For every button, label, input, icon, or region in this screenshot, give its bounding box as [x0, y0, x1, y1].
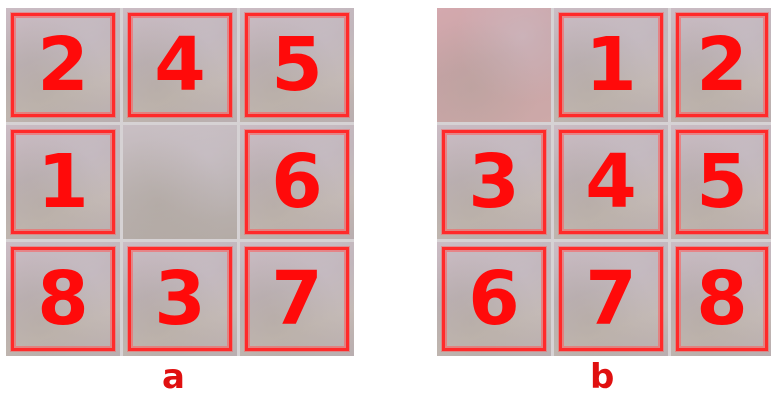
tile-number: 2: [6, 28, 120, 102]
tile-number: 5: [240, 28, 354, 102]
empty-cell-b[interactable]: [437, 8, 551, 122]
tile-number: 2: [671, 28, 771, 102]
tile-number: 8: [6, 262, 120, 336]
tile-number: 1: [6, 145, 120, 219]
tile-cell-a-8[interactable]: 7: [240, 242, 354, 356]
puzzle-caption-b: b: [590, 360, 614, 394]
tile-cell-b-4[interactable]: 4: [554, 125, 668, 239]
tile-cell-b-2[interactable]: 2: [671, 8, 771, 122]
tile-cell-b-6[interactable]: 6: [437, 242, 551, 356]
tile-cell-a-3[interactable]: 1: [6, 125, 120, 239]
tile-number: 5: [671, 145, 771, 219]
tile-cell-a-0[interactable]: 2: [6, 8, 120, 122]
tile-cell-b-7[interactable]: 7: [554, 242, 668, 356]
tile-cell-a-2[interactable]: 5: [240, 8, 354, 122]
tile-cell-a-7[interactable]: 3: [123, 242, 237, 356]
tile-number: 8: [671, 262, 771, 336]
puzzle-caption-a: a: [162, 360, 185, 394]
tile-cell-b-3[interactable]: 3: [437, 125, 551, 239]
tile-number: 3: [437, 145, 551, 219]
tile-cell-a-5[interactable]: 6: [240, 125, 354, 239]
tile-number: 1: [554, 28, 668, 102]
tile-cell-b-1[interactable]: 1: [554, 8, 668, 122]
tile-number: 6: [240, 145, 354, 219]
tile-number: 4: [123, 28, 237, 102]
puzzle-board-b: 1 2 3 4 5 6 7 8: [437, 8, 771, 356]
tile-number: 7: [240, 262, 354, 336]
tile-number: 6: [437, 262, 551, 336]
tile-number: 3: [123, 262, 237, 336]
tile-cell-b-5[interactable]: 5: [671, 125, 771, 239]
tile-cell-a-1[interactable]: 4: [123, 8, 237, 122]
tile-cell-b-8[interactable]: 8: [671, 242, 771, 356]
puzzle-board-a: 2 4 5 1 6 8 3 7: [6, 8, 354, 356]
tile-cell-a-6[interactable]: 8: [6, 242, 120, 356]
tile-number: 7: [554, 262, 668, 336]
tile-number: 4: [554, 145, 668, 219]
empty-cell-a[interactable]: [123, 125, 237, 239]
